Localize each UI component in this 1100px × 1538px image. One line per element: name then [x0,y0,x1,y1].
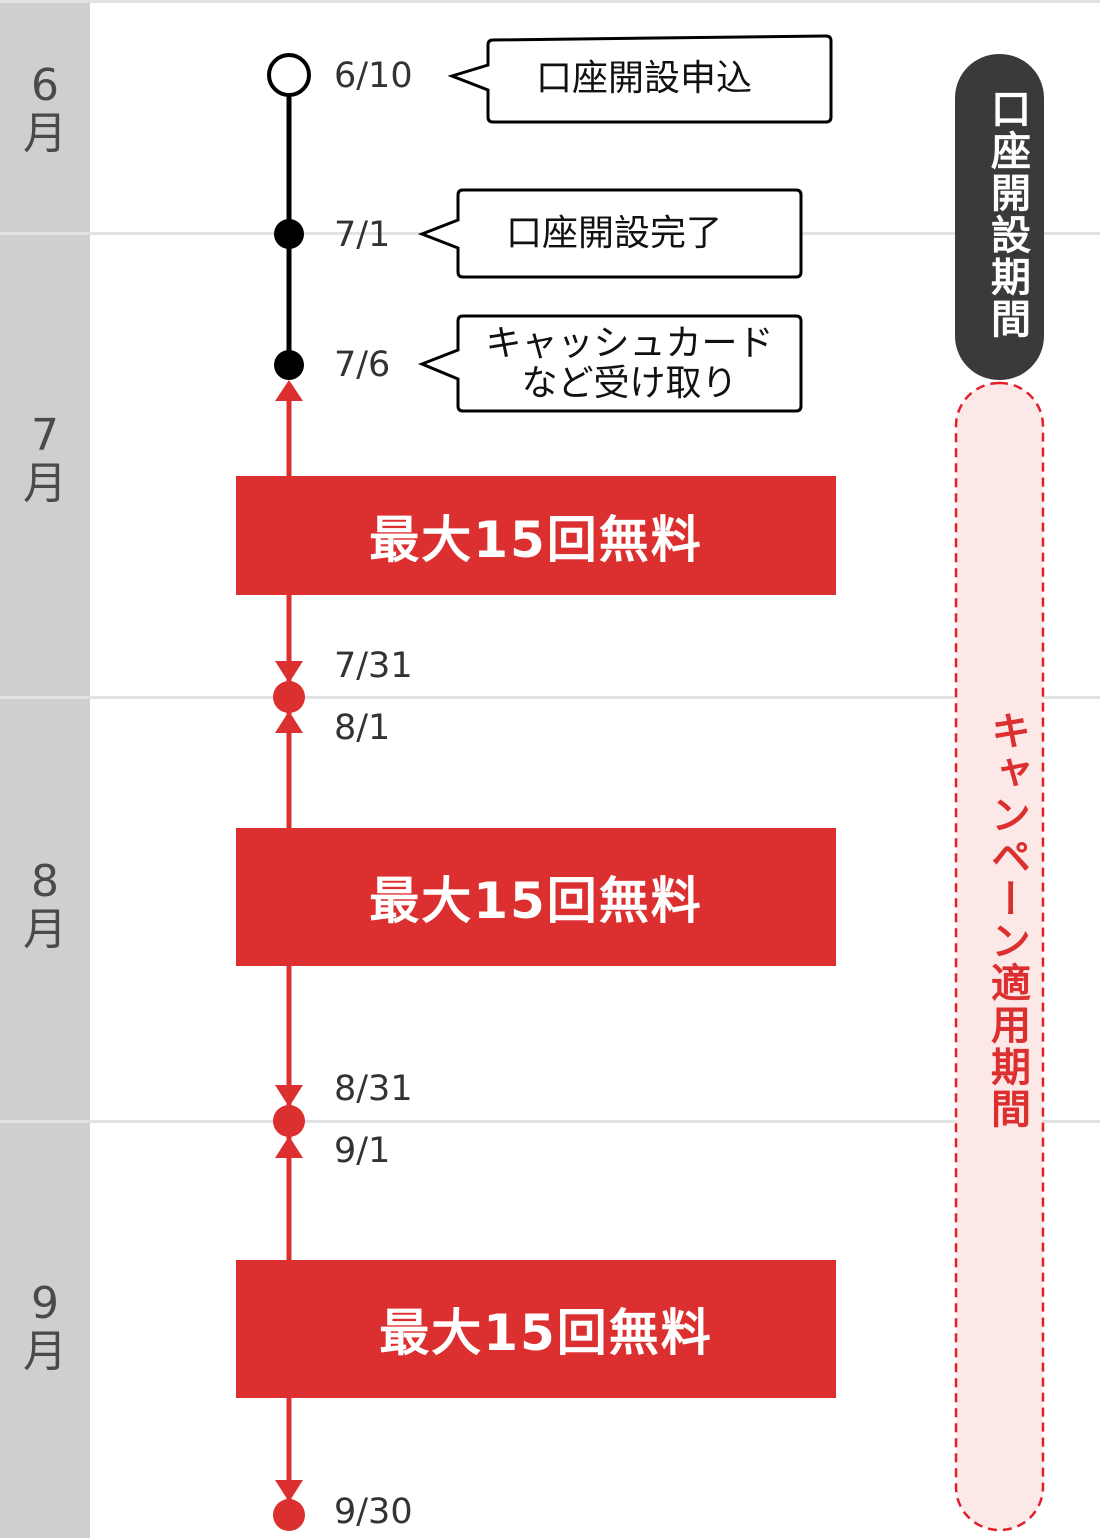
callout-line: キャッシュカード [485,322,774,364]
dot-9-30 [273,1499,305,1531]
arrow-down [275,1085,303,1107]
date-label: 9/30 [334,1492,413,1532]
month-number: 6 [31,60,59,111]
start-circle [267,53,311,97]
account-period-label: 口座開設期間 [984,88,1030,340]
callout-bubble [417,314,803,413]
dot-7-6 [274,350,304,380]
arrow-up [275,711,303,733]
month-number: 9 [31,1278,59,1329]
date-label: 8/31 [334,1069,413,1109]
callout-bubble [447,34,833,124]
dot-7-31 [273,681,305,713]
dot-7-1 [274,219,304,249]
month-unit: 月 [23,108,67,159]
campaign-period-pill [954,381,1045,1532]
divider [0,0,1100,3]
date-label: 7/31 [334,646,413,686]
dot-8-31 [273,1105,305,1137]
divider [0,696,1100,699]
callout-card: キャッシュカード など受け取り [458,316,801,411]
campaign-period-label: キャンペーン適用期間 [984,710,1030,1130]
free-box-july: 最大15回無料 [236,476,836,595]
month-column [0,0,90,1538]
callout-line: など受け取り [521,362,738,404]
callout-application: 口座開設申込 [535,58,752,99]
date-label: 7/1 [334,215,391,255]
date-label: 7/6 [334,345,391,385]
callout-opened: 口座開設完了 [505,212,722,254]
month-number: 7 [31,410,59,461]
month-unit: 月 [23,458,67,509]
account-period-pill [955,54,1044,380]
date-label: 9/1 [334,1131,391,1171]
arrow-up [275,1136,303,1158]
month-unit: 月 [23,1326,67,1377]
arrow-up [275,380,303,401]
free-box-september: 最大15回無料 [236,1260,836,1398]
date-label: 6/10 [334,56,413,96]
callout-bubble [417,188,803,279]
month-number: 8 [31,856,59,907]
arrow-down [275,1480,303,1502]
date-label: 8/1 [334,708,391,748]
month-unit: 月 [23,904,67,955]
divider [0,1120,1100,1123]
free-box-august: 最大15回無料 [236,828,836,966]
arrow-down [275,661,303,683]
